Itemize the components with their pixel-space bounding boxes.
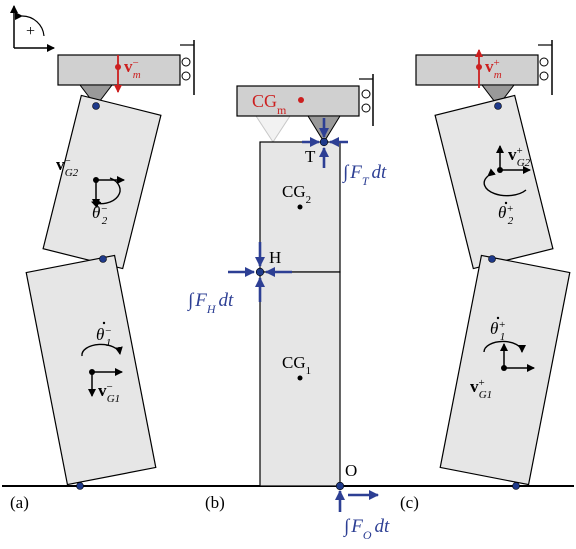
lower-block-velocity-c: v+G1 [470, 377, 492, 401]
panel-a: v−m v−G2 θ−2 θ−1 [10, 40, 195, 512]
lower-velocity-vector-a [88, 368, 123, 397]
upper-block-a [42, 94, 162, 270]
hinge-label-T: T [305, 147, 316, 166]
hinge-base-c [512, 482, 520, 490]
base-point-label-O: O [345, 461, 357, 480]
upper-velocity-vector-c [496, 145, 531, 174]
hinge-top-a [92, 102, 100, 110]
roller-c-2 [539, 71, 549, 81]
mass-block-c [415, 54, 539, 86]
panel-label-b: (b) [205, 493, 225, 512]
lower-velocity-vector-c [500, 343, 535, 372]
upper-block-velocity-a: v−G2 [56, 155, 79, 179]
hinge-mid-c [488, 255, 496, 263]
roller-a-1 [181, 57, 191, 67]
hinge-base-a [76, 482, 84, 490]
mass-velocity-a: v−m [124, 57, 141, 81]
upper-cg-label-b: CG2 [282, 182, 311, 206]
hinge-label-H: H [269, 248, 281, 267]
ghost-pin-b [255, 115, 291, 143]
hinge-mid-b [255, 267, 265, 277]
lower-omega-arrow-c [483, 340, 526, 353]
sign-convention-icon: + [10, 5, 55, 52]
roller-a-2 [181, 71, 191, 81]
lower-omega-arrow-a [81, 343, 123, 357]
mass-cg-dot-b [298, 97, 304, 103]
upper-block-velocity-c: v+G2 [508, 145, 531, 169]
mass-block-b [236, 85, 360, 117]
upper-block-c [434, 94, 554, 270]
impulse-arrows-O [335, 490, 379, 512]
mass-velocity-c: v+m [485, 57, 502, 81]
pin-triangle-c [480, 84, 516, 107]
hinge-top-b [319, 137, 329, 147]
panel-label-c: (c) [400, 493, 419, 512]
lower-block-omega-c: θ+1 [490, 319, 506, 343]
upper-omega-arrow-c [483, 168, 527, 197]
hinge-base-b [335, 481, 345, 491]
upper-block-omega-a: θ−2 [92, 203, 108, 227]
pin-triangle-a [78, 84, 114, 107]
impulse-arrows-H [228, 242, 292, 302]
lower-block-b [259, 271, 341, 487]
impulse-arrows-T [302, 118, 348, 168]
sign-convention-label: + [26, 23, 35, 40]
lower-block-velocity-a: v−G1 [98, 381, 120, 405]
panel-c: v+m v+G2 θ+2 θ+1 [400, 40, 571, 512]
upper-block-omega-c: θ+2 [498, 203, 514, 227]
roller-c-1 [539, 57, 549, 67]
upper-cg-dot-b [297, 204, 303, 210]
roller-b-2 [361, 103, 371, 113]
roller-b-1 [361, 89, 371, 99]
hinge-top-c [494, 102, 502, 110]
lower-cg-dot-b [297, 375, 303, 381]
hinge-mid-a [99, 255, 107, 263]
mass-block-a [57, 54, 181, 86]
mass-cg-label-b: CGm [252, 91, 287, 117]
lower-cg-label-b: CG1 [282, 353, 311, 377]
lower-block-omega-a: θ−1 [96, 325, 112, 349]
panel-label-a: (a) [10, 493, 29, 512]
